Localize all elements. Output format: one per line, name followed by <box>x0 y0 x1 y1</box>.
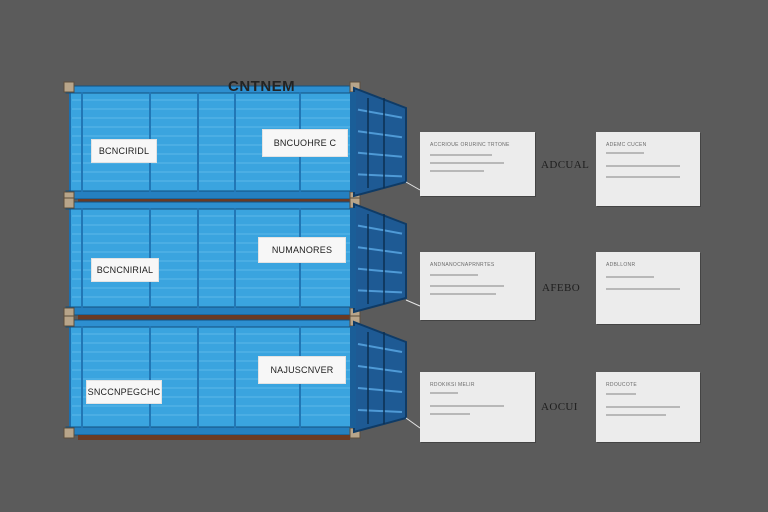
container-2-side-tag: BCNCNIRIAL <box>91 258 159 282</box>
info-card-header: ANDNANOCNAPRNRTES <box>430 262 495 268</box>
leader-lines <box>405 181 421 429</box>
info-card-header: ADEMC CUCEN <box>606 142 647 148</box>
info-card-header: ADBLLONR <box>606 262 636 268</box>
info-card-header: RDOUCOTE <box>606 382 638 388</box>
container-1-name-tag: BNCUOHRE C <box>262 129 348 157</box>
container-1-side-tag: BCNCIRIDL <box>91 139 157 163</box>
row-2-label: AFEBO <box>542 282 581 294</box>
row-1-label: ADCUAL <box>541 159 590 171</box>
info-card-header: ACCRIOUE ORURINC TRTONE <box>430 142 510 148</box>
info-card-left-3: RDOKIKSI MELIR <box>420 372 535 442</box>
row-3-label: AOCUI <box>541 401 578 413</box>
container-3-side-tag: SNCCNPEGCHC <box>86 380 162 404</box>
container-3-name-tag: NAJUSCNVER <box>258 356 346 384</box>
info-card-right-3: RDOUCOTE <box>596 372 700 442</box>
info-card-right-2: ADBLLONR <box>596 252 700 324</box>
info-card-header: RDOKIKSI MELIR <box>430 382 475 388</box>
diagram-title: CNTNEM <box>228 78 296 95</box>
info-card-left-2: ANDNANOCNAPRNRTES <box>420 252 535 320</box>
info-card-right-1: ADEMC CUCEN <box>596 132 700 206</box>
container-3 <box>63 315 407 440</box>
container-2-name-tag: NUMANORES <box>258 237 346 263</box>
info-card-left-1: ACCRIOUE ORURINC TRTONE <box>420 132 535 196</box>
